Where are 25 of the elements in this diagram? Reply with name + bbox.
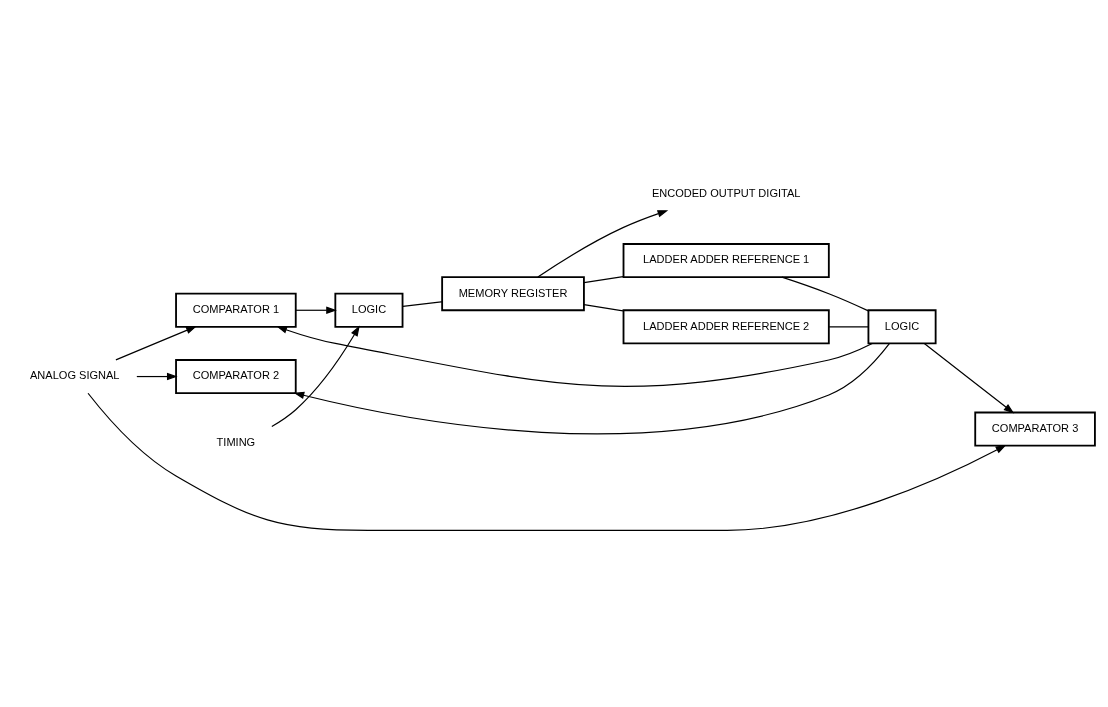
arrow: [293, 342, 891, 434]
node-text: ENCODED OUTPUT DIGITAL: [651, 186, 801, 199]
node-box: COMPARATOR 2: [175, 358, 297, 394]
arrow: [295, 306, 337, 314]
connector: [402, 300, 443, 307]
node-box: COMPARATOR 1: [175, 292, 297, 328]
node-box: MEMORY REGISTER: [441, 275, 585, 311]
connector: [583, 275, 624, 283]
arrow: [87, 392, 1007, 531]
arrow: [271, 325, 360, 427]
arrow: [276, 325, 873, 387]
arrow: [136, 372, 178, 380]
node-box: LOGIC: [334, 292, 404, 328]
node-box: LADDER ADDER REFERENCE 2: [622, 308, 830, 344]
node-text: TIMING: [216, 435, 256, 448]
connector: [781, 276, 869, 311]
connector: [828, 325, 869, 327]
node-box: COMPARATOR 3: [974, 411, 1096, 447]
arrow: [115, 325, 197, 360]
arrow: [537, 209, 669, 278]
arrow: [923, 342, 1015, 413]
node-box: LOGIC: [867, 308, 937, 344]
node-box: LADDER ADDER REFERENCE 1: [622, 242, 830, 278]
connector: [583, 303, 624, 311]
node-text: ANALOG SIGNAL: [30, 368, 120, 381]
